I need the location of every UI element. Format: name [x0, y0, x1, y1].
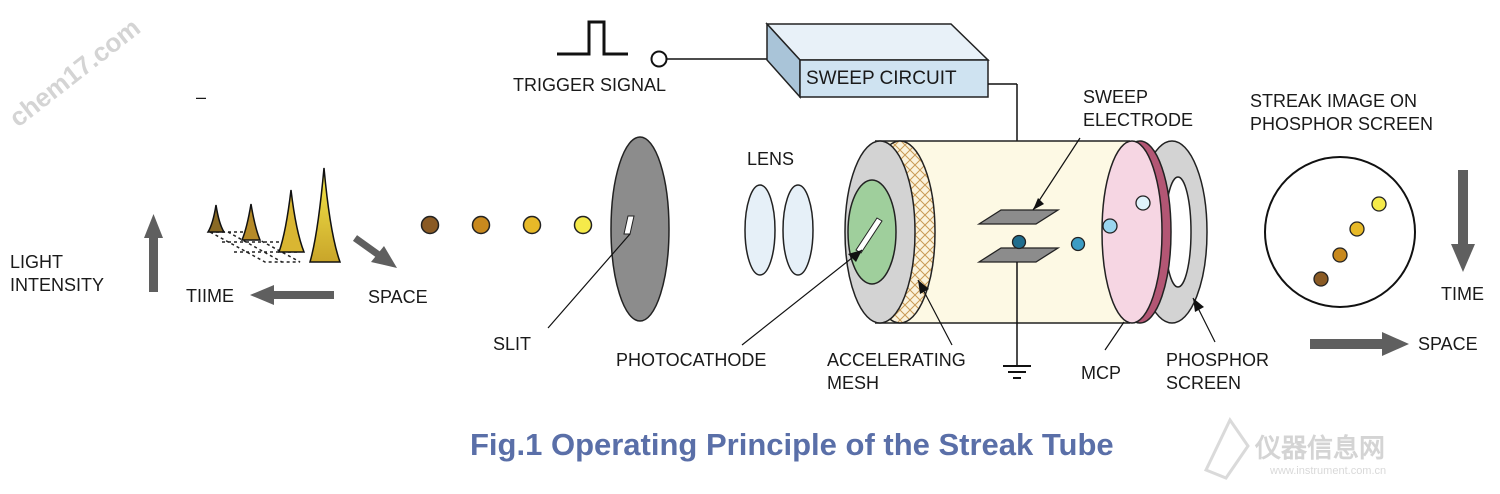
streak-dot-1 — [1371, 196, 1387, 212]
peak-4 — [309, 167, 342, 263]
phosphor-arrowhead — [1193, 298, 1204, 312]
sweep-electrode-label-1: SWEEP — [1083, 87, 1148, 107]
watermark-logo-icon — [1203, 417, 1250, 480]
streak-image-label-2: PHOSPHOR SCREEN — [1250, 114, 1433, 134]
watermark-bottom-right: 仪器信息网 www.instrument.com.cn — [1203, 417, 1386, 480]
svg-text:仪器信息网: 仪器信息网 — [1254, 433, 1385, 463]
time-left-label: TIIME — [186, 286, 234, 306]
watermark-top-left: chem17.com — [3, 12, 146, 133]
left-arrow-icon — [250, 285, 334, 305]
slit-disk — [610, 136, 670, 322]
photocathode-arrowhead — [848, 250, 862, 262]
svg-text:www.instrument.com.cn: www.instrument.com.cn — [1269, 465, 1386, 477]
trigger-pulse-icon — [557, 20, 628, 56]
right-arrow-icon — [1310, 332, 1409, 356]
photocathode-label: PHOTOCATHODE — [616, 350, 766, 370]
up-arrow-icon — [144, 214, 163, 292]
light-dot-1 — [420, 215, 440, 235]
light-dot-4 — [573, 215, 593, 235]
streak-tube-body — [844, 140, 1130, 324]
peak-2 — [240, 203, 262, 241]
streak-dot-2 — [1349, 221, 1365, 237]
light-intensity-label-2: INTENSITY — [10, 275, 104, 295]
slit-icon — [623, 215, 635, 235]
electron-dot-3 — [1102, 218, 1118, 234]
electron-dot-4 — [1135, 195, 1151, 211]
light-dots — [420, 215, 593, 235]
streak-dot-4 — [1313, 271, 1329, 287]
electron-dot-2 — [1070, 236, 1086, 252]
sweep-circuit-box: SWEEP CIRCUIT — [765, 22, 990, 99]
dash-mark: – — [196, 87, 206, 107]
slit-label: SLIT — [493, 334, 531, 354]
mcp-disk — [1101, 140, 1163, 324]
lens-label: LENS — [747, 149, 794, 169]
time-right-label: TIME — [1441, 284, 1484, 304]
space-right-label: SPACE — [1418, 334, 1478, 354]
down-right-arrow-icon — [352, 235, 397, 268]
electron-dot-1 — [1011, 234, 1027, 250]
sweep-electrode-leader — [1032, 137, 1081, 211]
light-dot-3 — [522, 215, 542, 235]
light-pulse-peaks — [206, 167, 342, 263]
streak-dot-3 — [1332, 247, 1348, 263]
sweep-circuit-label: SWEEP CIRCUIT — [806, 68, 957, 89]
phosphor-screen-label-2: SCREEN — [1166, 373, 1241, 393]
lens-pair — [744, 184, 814, 276]
photocathode-leader — [741, 249, 863, 346]
svg-text:chem17.com: chem17.com — [3, 12, 146, 133]
slit-leader — [547, 233, 631, 329]
streak-image-label-1: STREAK IMAGE ON — [1250, 91, 1417, 111]
accelerating-mesh-label-2: MESH — [827, 373, 879, 393]
sweep-electrode-arrowhead — [1033, 198, 1044, 210]
phosphor-screen-label-1: PHOSPHOR — [1166, 350, 1269, 370]
mcp-label: MCP — [1081, 363, 1121, 383]
space-left-label: SPACE — [368, 287, 428, 307]
ground-icon — [1003, 365, 1031, 379]
trigger-signal-label: TRIGGER SIGNAL — [513, 75, 666, 95]
sweep-electrode-label-2: ELECTRODE — [1083, 110, 1193, 130]
mcp-leader — [1104, 321, 1125, 351]
streak-image-screen — [1264, 156, 1416, 308]
accelerating-mesh-label-1: ACCELERATING — [827, 350, 966, 370]
peak-3 — [277, 189, 306, 253]
figure-caption: Fig.1 Operating Principle of the Streak … — [470, 427, 1114, 462]
light-intensity-label-1: LIGHT — [10, 252, 63, 272]
light-dot-2 — [471, 215, 491, 235]
peak-1 — [206, 204, 226, 233]
mesh-arrowhead — [918, 280, 929, 294]
down-arrow-icon — [1451, 170, 1475, 272]
